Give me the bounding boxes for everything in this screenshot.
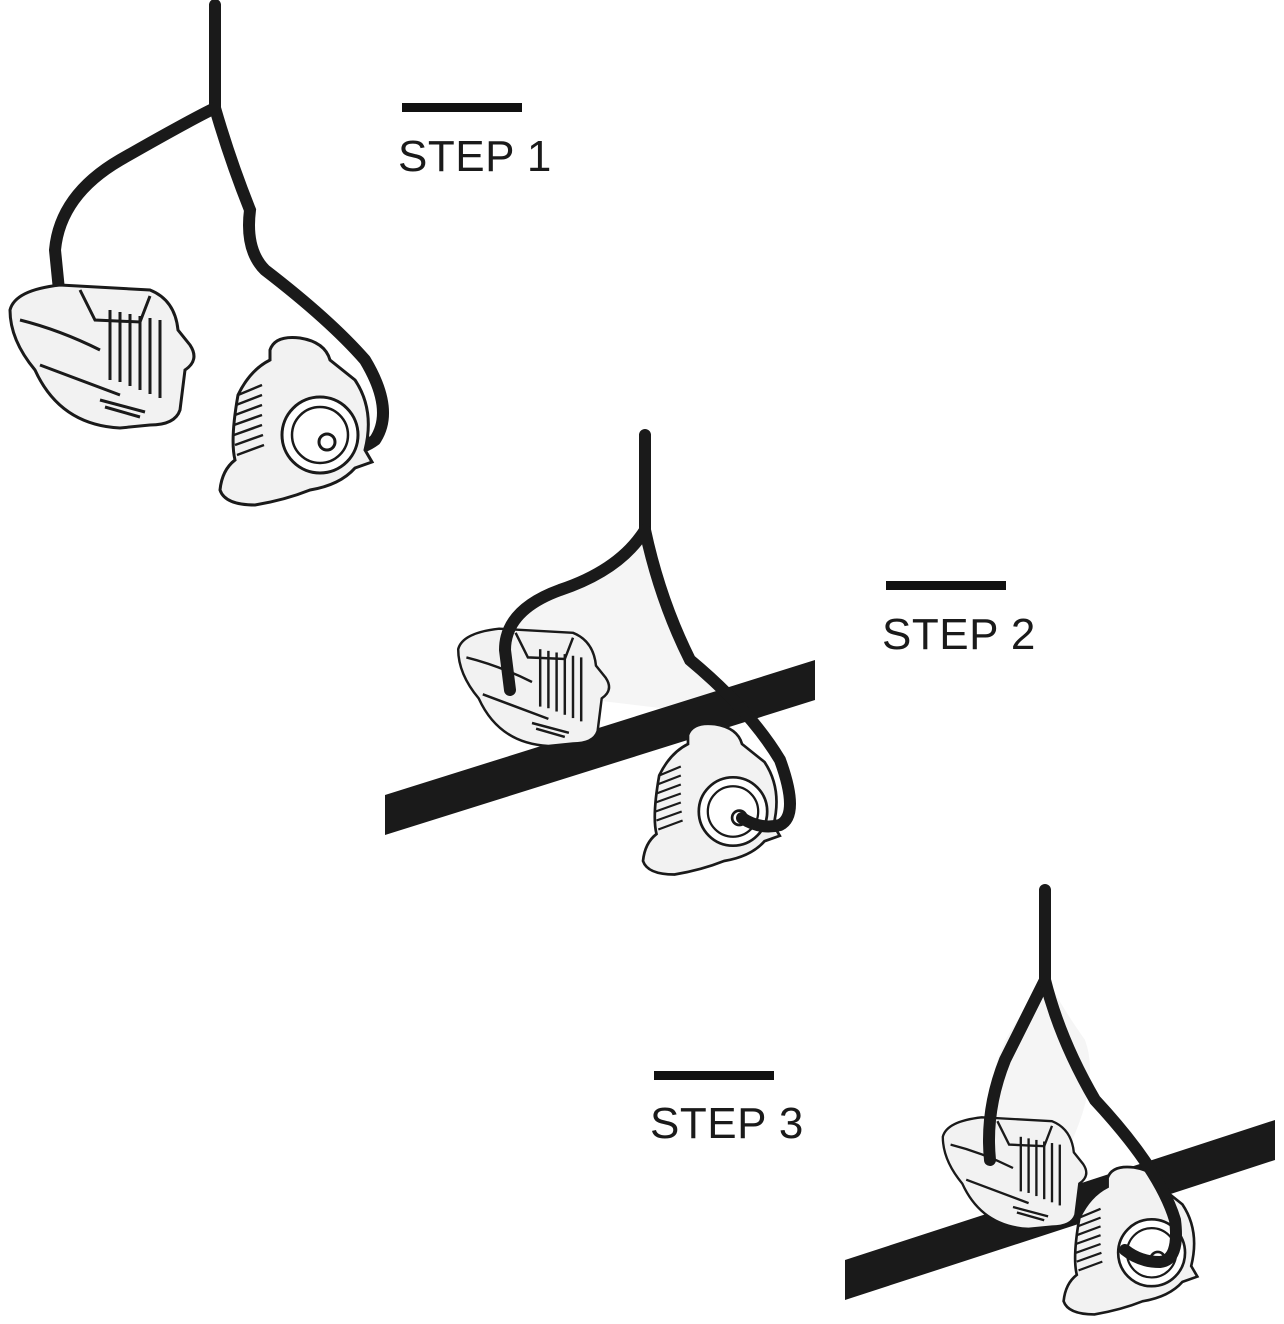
- step-1-bar: [402, 103, 522, 112]
- step-2-label: STEP 2: [882, 610, 1036, 659]
- step-3-label: STEP 3: [650, 1099, 804, 1148]
- step-2-illustration: [385, 429, 815, 876]
- step-3-illustration: [845, 884, 1275, 1316]
- step-2-bar: [886, 581, 1006, 590]
- step-1-label: STEP 1: [398, 132, 552, 181]
- step-1-illustration: [8, 0, 389, 507]
- step-3-bar: [654, 1071, 774, 1080]
